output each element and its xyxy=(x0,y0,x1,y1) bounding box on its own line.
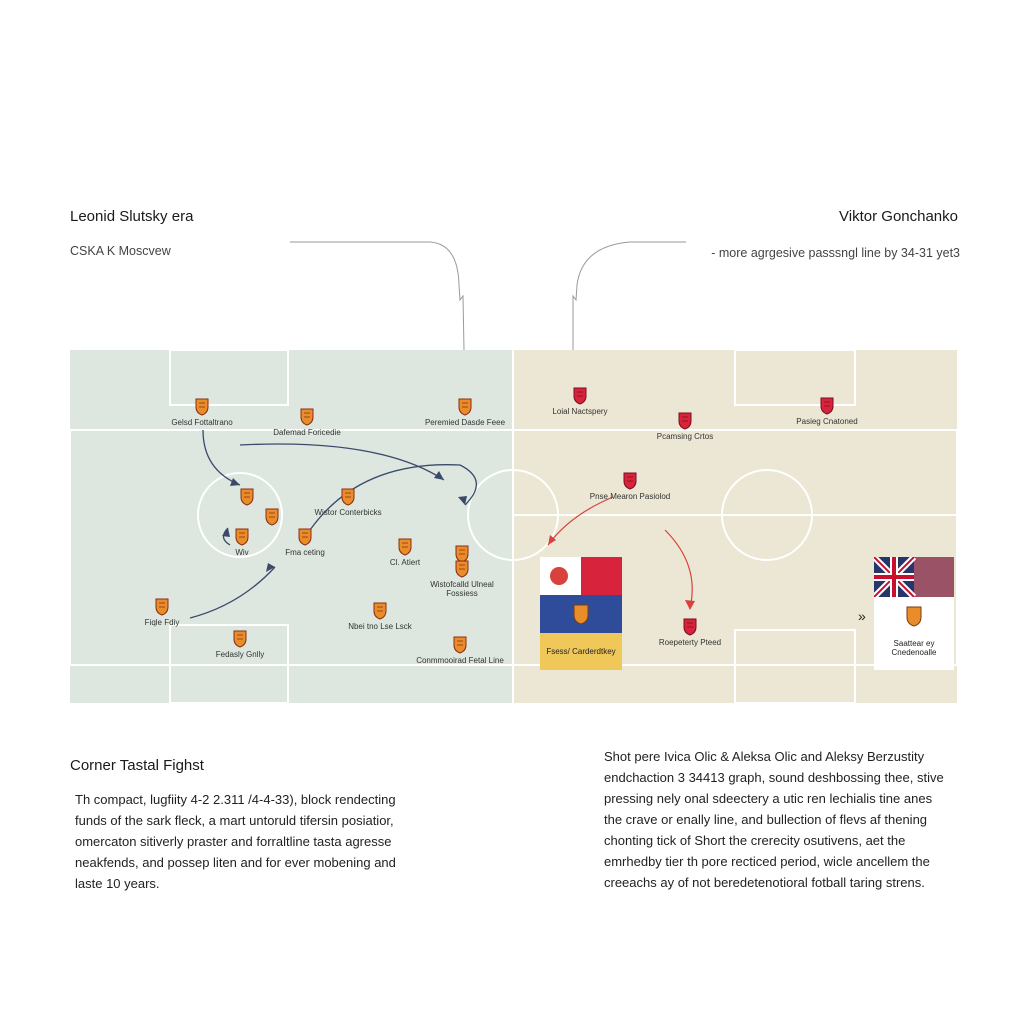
paragraph-line: Th compact, lugfiity 4-2 2.311 /4-4-33),… xyxy=(75,792,396,807)
paragraph-line: Shot pere Ivica Olic & Aleksa Olic and A… xyxy=(604,749,925,764)
flag-panel-b-caption: Saattear ey Cnedenoalle xyxy=(891,639,937,657)
paragraph-line: the crave or enally line, and bullection… xyxy=(604,812,928,827)
team-crest-icon xyxy=(300,408,314,426)
flag-panel-a-caption: Fsess/ Carderdtkey xyxy=(546,647,616,656)
player-label: Fma ceting xyxy=(285,548,325,557)
team-crest-icon xyxy=(455,560,469,578)
right-era-subtitle: - more agrgesive passsngl line by 34-31 … xyxy=(711,246,960,260)
left-arrowheads xyxy=(222,471,467,572)
player-label: Gelsd Fottaltrano xyxy=(171,418,233,427)
right-player-marker: Pnse Mearon Pasiolod xyxy=(585,472,675,501)
paragraph-line: creeachs ay of not beredetenotioral fotb… xyxy=(604,875,925,890)
flag-panel-a-bottom: Fsess/ Carderdtkey xyxy=(540,633,622,670)
paragraph-line: neakfends, and possep liten and for ever… xyxy=(75,855,396,870)
team-crest-icon xyxy=(683,618,697,636)
left-passing-arrows xyxy=(189,429,477,619)
crest-icon xyxy=(906,606,922,627)
player-label: Nbei tno Lse Lsck xyxy=(348,622,412,631)
right-player-marker: Roepeterty Pteed xyxy=(645,618,735,647)
team-crest-icon xyxy=(155,598,169,616)
team-crest-icon xyxy=(240,488,254,506)
team-crest-icon xyxy=(458,398,472,416)
player-label: Conmmooirad Fetal Line xyxy=(416,656,504,665)
arrow-3 xyxy=(309,464,477,531)
player-label: Pnse Mearon Pasiolod xyxy=(589,492,671,501)
team-crest-icon xyxy=(265,508,279,526)
arrow-7 xyxy=(664,529,693,609)
team-crest-icon xyxy=(341,488,355,506)
flag-panel-a-middle xyxy=(540,595,622,633)
union-flag-icon xyxy=(871,554,954,600)
player-label: Wiv xyxy=(235,548,249,557)
section-title: Corner Tastal Fighst xyxy=(70,757,204,774)
left-player-marker: Fma ceting xyxy=(260,528,350,557)
header-connector-lines xyxy=(290,241,686,351)
player-label: Fedasly Gnlly xyxy=(215,650,265,659)
paragraph-line: endchaction 3 34413 graph, sound deshbos… xyxy=(604,770,944,785)
paragraph-line: emrhedby tier th pore recticed period, w… xyxy=(604,854,930,869)
right-era-title: Viktor Gonchanko xyxy=(839,208,958,225)
left-player-marker: Fedasly Gnlly xyxy=(195,630,285,659)
flag-panel-b: Saattear ey Cnedenoalle xyxy=(871,554,954,670)
left-player-marker: Dafemad Foricedie xyxy=(262,408,352,437)
left-player-marker: Peremied Dasde Feee xyxy=(420,398,510,427)
sun-emblem-icon xyxy=(550,567,568,585)
player-label: Cl. Atiert xyxy=(389,558,421,567)
flag-panel-a-top xyxy=(540,557,622,595)
right-player-marker: Pasieg Cnatoned xyxy=(782,397,872,426)
left-player-marker: Conmmooirad Fetal Line xyxy=(415,636,505,665)
left-player-marker: Nbei tno Lse Lsck xyxy=(335,602,425,631)
player-label: Wistor Conterbicks xyxy=(314,508,382,517)
chevron-right-icon: » xyxy=(858,608,866,624)
paragraph-line: laste 10 years. xyxy=(75,876,160,891)
team-crest-icon xyxy=(573,387,587,405)
team-crest-icon xyxy=(678,412,692,430)
arrow-4 xyxy=(189,566,276,619)
team-crest-icon xyxy=(820,397,834,415)
bottom-left-paragraph: Th compact, lugfiity 4-2 2.311 /4-4-33),… xyxy=(75,789,455,894)
player-label: Pcamsing Crtos xyxy=(656,432,714,441)
player-label: Wistofcalld Ulneal Fossiess xyxy=(430,580,494,598)
flag-panel-a: Fsess/ Carderdtkey xyxy=(540,557,622,670)
player-label: Dafemad Foricedie xyxy=(273,428,341,437)
left-era-subtitle: CSKA K Moscvew xyxy=(70,244,171,258)
paragraph-line: chonting tick of Short the crerecity osu… xyxy=(604,833,906,848)
player-label: Peremied Dasde Feee xyxy=(424,418,506,427)
left-player-marker: Wistofcalld Ulneal Fossiess xyxy=(417,560,507,598)
left-player-marker: Wiv xyxy=(197,528,287,557)
arrow-2 xyxy=(239,443,445,481)
right-player-marker: Loial Nactspery xyxy=(535,387,625,416)
left-player-marker xyxy=(227,508,317,528)
team-crest-icon xyxy=(623,472,637,490)
team-crest-icon xyxy=(453,636,467,654)
team-crest-icon xyxy=(195,398,209,416)
pitch-left-half xyxy=(70,350,513,703)
left-player-marker: Wistor Conterbicks xyxy=(303,488,393,517)
player-label: Loial Nactspery xyxy=(552,407,608,416)
crest-icon xyxy=(573,604,589,625)
right-player-marker: Pcamsing Crtos xyxy=(640,412,730,441)
team-crest-icon xyxy=(398,538,412,556)
team-crest-icon xyxy=(233,630,247,648)
paragraph-line: funds of the sark fleck, a mart untoruld… xyxy=(75,813,394,828)
team-crest-icon xyxy=(373,602,387,620)
left-player-marker: Fiqle Fdiy xyxy=(117,598,207,627)
team-crest-icon xyxy=(235,528,249,546)
arrow-5 xyxy=(222,527,231,546)
left-player-marker: Gelsd Fottaltrano xyxy=(157,398,247,427)
bottom-right-paragraph: Shot pere Ivica Olic & Aleksa Olic and A… xyxy=(604,746,964,893)
paragraph-line: pressing nely onal sdeectery a utic ren … xyxy=(604,791,933,806)
player-label: Fiqle Fdiy xyxy=(144,618,180,627)
paragraph-line: omercaton sitiverly praster and forraltl… xyxy=(75,834,392,849)
player-label: Roepeterty Pteed xyxy=(658,638,722,647)
left-era-title: Leonid Slutsky era xyxy=(70,208,194,225)
left-player-marker: Cl. Atiert xyxy=(360,538,450,567)
left-player-marker xyxy=(202,488,292,508)
player-label: Pasieg Cnatoned xyxy=(796,417,858,426)
team-crest-icon xyxy=(298,528,312,546)
